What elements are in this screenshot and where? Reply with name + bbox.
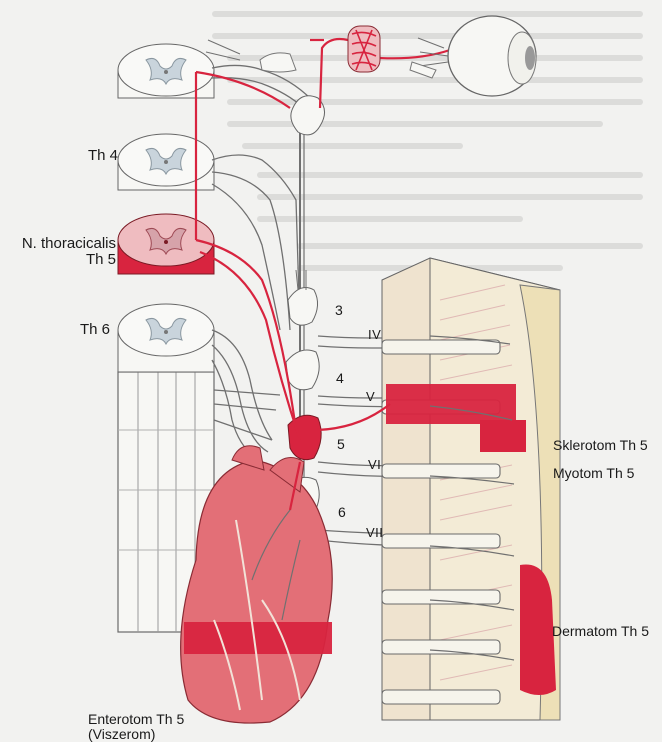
label-ganglion-6: 6 (338, 505, 346, 520)
label-n-thoracicalis-line2: Th 5 (14, 252, 116, 268)
label-th4: Th 4 (88, 148, 118, 164)
enterotom-band (184, 622, 332, 654)
label-ganglion-5: 5 (337, 437, 345, 452)
spinal-segment-th6 (118, 304, 214, 372)
sklerotom-band (480, 420, 526, 452)
spinal-segment-th4 (118, 134, 214, 190)
label-n-thoracicalis-line1: N. thoracicalis (14, 236, 116, 252)
background-text-bleed (215, 14, 640, 268)
vessel-icon (348, 26, 380, 72)
label-enterotom-line1: Enterotom Th 5 (88, 712, 184, 727)
label-enterotom-line2: (Viszerom) (88, 727, 184, 742)
label-ganglion-3: 3 (335, 303, 343, 318)
label-n-thoracicalis: N. thoracicalis Th 5 (14, 236, 116, 268)
thoracic-wall (382, 258, 560, 720)
label-ganglion-4: 4 (336, 371, 344, 386)
label-rib-iv: IV (368, 328, 381, 342)
label-rib-vii: VII (366, 526, 383, 540)
spinal-segment-th3 (118, 44, 214, 98)
label-dermatom: Dermatom Th 5 (552, 624, 649, 639)
label-sklerotom: Sklerotom Th 5 (553, 438, 648, 453)
label-th6: Th 6 (80, 322, 110, 338)
label-rib-v: V (366, 390, 375, 404)
label-myotom: Myotom Th 5 (553, 466, 634, 481)
label-enterotom: Enterotom Th 5 (Viszerom) (88, 712, 184, 741)
myotom-band (386, 384, 516, 424)
label-rib-vi: VI (368, 458, 381, 472)
spinal-segment-th5 (118, 214, 214, 274)
